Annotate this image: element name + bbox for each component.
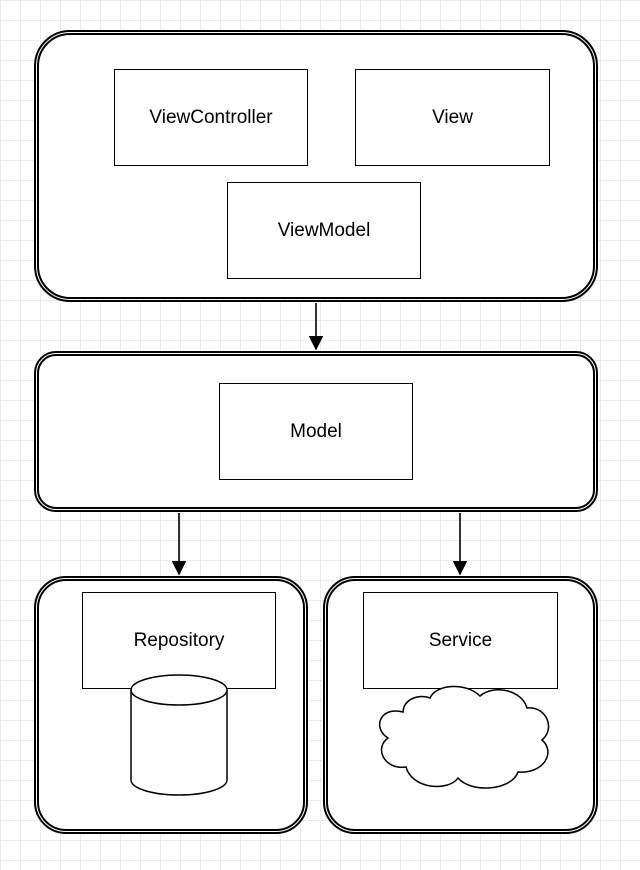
- service-label: Service: [428, 629, 493, 651]
- view-node[interactable]: View: [355, 69, 550, 166]
- viewmodel-node[interactable]: ViewModel: [227, 182, 421, 279]
- view-label: View: [432, 106, 473, 128]
- viewmodel-label: ViewModel: [277, 219, 371, 241]
- database-cylinder-icon: [130, 674, 228, 796]
- cloud-icon: [378, 685, 550, 789]
- model-node[interactable]: Model: [219, 383, 413, 480]
- viewcontroller-node[interactable]: ViewController: [114, 69, 308, 166]
- repository-label: Repository: [133, 629, 225, 651]
- service-node[interactable]: Service: [363, 592, 558, 689]
- model-label: Model: [290, 420, 342, 442]
- viewcontroller-label: ViewController: [149, 106, 273, 128]
